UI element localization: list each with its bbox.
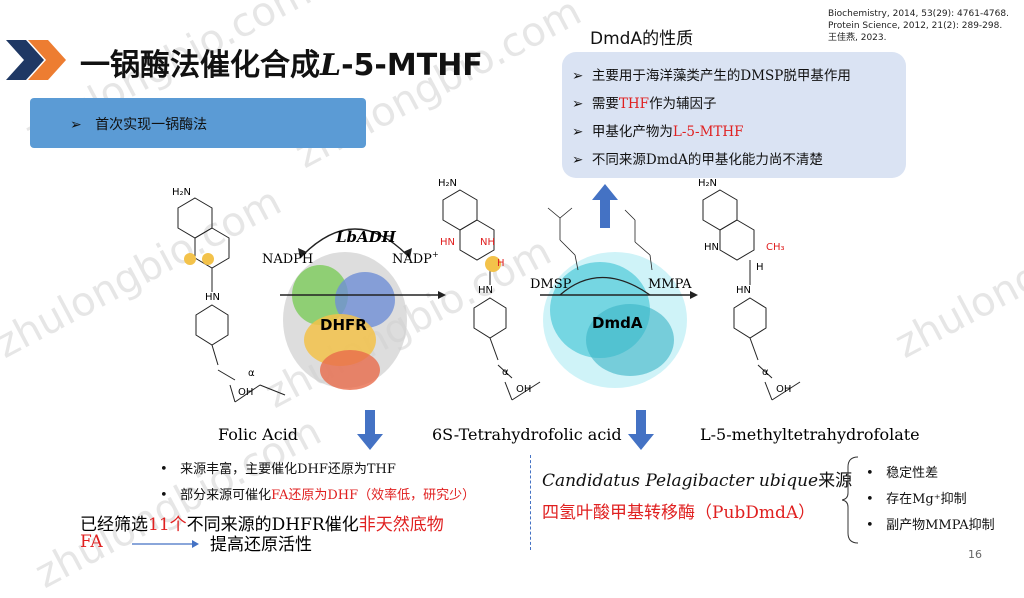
dhfr-protein bbox=[283, 252, 407, 390]
h2n-label: H₂N bbox=[172, 187, 191, 198]
hn-red-label: HN bbox=[440, 237, 455, 248]
dmsp-structure bbox=[547, 207, 579, 271]
mmpa-label: MMPA bbox=[648, 277, 692, 292]
dhfr-note-1: • 来源丰富，主要催化DHF还原为THF bbox=[160, 462, 396, 477]
banner-text: ➢ 首次实现一锅酶法 bbox=[70, 117, 208, 133]
prop-item: ➢ 甲基化产物为L-5-MTHF bbox=[572, 124, 744, 140]
prop-item: ➢ 主要用于海洋藻类产生的DMSP脱甲基作用 bbox=[572, 68, 851, 84]
divider bbox=[530, 455, 531, 550]
highlight-dot bbox=[202, 253, 214, 265]
dmda-source: Candidatus Pelagibacter ubique来源 bbox=[542, 471, 853, 491]
ref-2: Protein Science, 2012, 21(2): 289-298. bbox=[828, 21, 1003, 31]
mmpa-structure bbox=[624, 209, 653, 271]
page-number: 16 bbox=[968, 548, 982, 561]
oh-label: OH bbox=[516, 384, 531, 395]
hn-label: HN bbox=[704, 242, 719, 253]
ref-3: 王佳燕, 2023. bbox=[828, 33, 887, 43]
folic-acid-structure bbox=[177, 197, 286, 403]
thf-label: 6S-Tetrahydrofolic acid bbox=[432, 425, 622, 444]
down-arrow-icon bbox=[628, 410, 654, 450]
down-arrow-icon bbox=[357, 410, 383, 450]
oh-label: OH bbox=[776, 384, 791, 395]
dmda-label: DmdA bbox=[592, 314, 643, 332]
lbadh-label: LbADH bbox=[335, 228, 397, 246]
dmsp-label: DMSP bbox=[530, 277, 572, 292]
dmda-enzyme-name: 四氢叶酸甲基转移酶（PubDmdA） bbox=[542, 503, 816, 523]
mthf-label: L-5-methyltetrahydrofolate bbox=[700, 425, 920, 444]
prop-item: ➢ 不同来源DmdA的甲基化能力尚不清楚 bbox=[572, 152, 823, 168]
bracket bbox=[842, 456, 859, 544]
dmda-protein bbox=[543, 252, 687, 388]
hn-label: HN bbox=[736, 285, 751, 296]
h-red-label: H bbox=[497, 258, 505, 269]
dhfr-summary: 已经筛选11个不同来源的DHFR催化非天然底物 bbox=[80, 515, 444, 535]
nadp-label: NADP+ bbox=[392, 250, 439, 267]
watermark: zhulongbio.com bbox=[287, 0, 589, 178]
ch3-red-label: CH₃ bbox=[766, 242, 785, 253]
hn-label: HN bbox=[205, 292, 220, 303]
references: Biochemistry, 2014, 53(29): 4761-4768. P… bbox=[828, 8, 1009, 44]
alpha-label: α bbox=[762, 367, 769, 378]
reaction-diagram: LbADH NADPH NADP+ DHFR DMSP MMPA DmdA H₂… bbox=[172, 178, 920, 444]
right-arrow-icon bbox=[132, 540, 199, 548]
folic-acid-label: Folic Acid bbox=[218, 425, 298, 444]
highlight-dot bbox=[485, 256, 501, 272]
thf-structure bbox=[442, 189, 541, 401]
mthf-structure bbox=[702, 189, 801, 401]
highlight-dot bbox=[184, 253, 196, 265]
dmda-props-heading: DmdA的性质 bbox=[590, 29, 694, 49]
banner: ➢ 首次实现一锅酶法 bbox=[30, 98, 366, 148]
dmda-props-panel: ➢ 主要用于海洋藻类产生的DMSP脱甲基作用 ➢ 需要THF作为辅因子 ➢ 甲基… bbox=[562, 52, 906, 178]
nh-red-label: NH bbox=[480, 237, 495, 248]
dmda-note-3: • 副产物MMPA抑制 bbox=[866, 518, 995, 533]
hn-label: HN bbox=[478, 285, 493, 296]
prop-item: ➢ 需要THF作为辅因子 bbox=[572, 96, 717, 112]
fa-label: FA bbox=[80, 532, 103, 552]
alpha-label: α bbox=[502, 367, 509, 378]
nadph-label: NADPH bbox=[262, 252, 313, 267]
dhfr-label: DHFR bbox=[320, 316, 367, 334]
alpha-label: α bbox=[248, 368, 255, 379]
dhfr-note-2: • 部分来源可催化FA还原为DHF（效率低，研究少） bbox=[160, 488, 476, 503]
up-arrow-icon bbox=[592, 184, 618, 228]
h2n-label: H₂N bbox=[438, 178, 457, 189]
h2n-label: H₂N bbox=[698, 178, 717, 189]
dmda-note-2: • 存在Mg⁺抑制 bbox=[866, 492, 967, 507]
ref-1: Biochemistry, 2014, 53(29): 4761-4768. bbox=[828, 9, 1009, 19]
oh-label: OH bbox=[238, 387, 253, 398]
improve-activity-label: 提高还原活性 bbox=[210, 535, 312, 555]
dmda-note-1: • 稳定性差 bbox=[866, 466, 939, 481]
h-label: H bbox=[756, 262, 764, 273]
title-chevron-icon bbox=[6, 40, 66, 80]
page-title: 一锅酶法催化合成L-5-MTHF bbox=[80, 48, 483, 83]
